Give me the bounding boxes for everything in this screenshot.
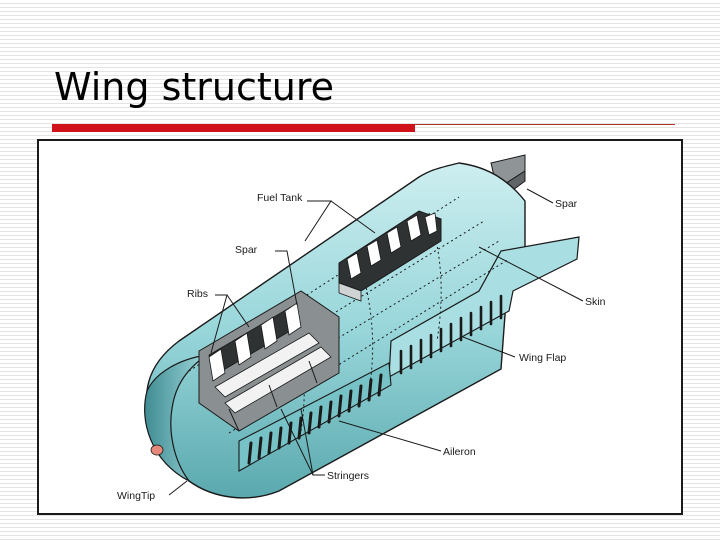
rib-cutout bbox=[198, 290, 340, 432]
label-aileron: Aileron bbox=[443, 446, 476, 458]
slide-title: Wing structure bbox=[54, 65, 335, 109]
label-stringers: Stringers bbox=[327, 470, 369, 482]
title-accent-bar bbox=[52, 124, 415, 132]
callout-leaders bbox=[168, 188, 584, 496]
label-ribs: Ribs bbox=[187, 288, 208, 300]
label-spar-root: Spar bbox=[555, 198, 578, 210]
wing-diagram: Fuel Tank Spar Spar Ribs Skin Wing Flap … bbox=[117, 154, 606, 502]
label-skin: Skin bbox=[585, 296, 606, 308]
title-underline bbox=[415, 124, 675, 125]
label-spar: Spar bbox=[235, 244, 258, 256]
label-wing-flap: Wing Flap bbox=[519, 352, 566, 364]
wing-flap-panel bbox=[388, 236, 580, 379]
wingtip-light bbox=[150, 444, 164, 456]
flap-vents bbox=[399, 294, 503, 375]
aileron-vents bbox=[247, 373, 383, 465]
wing-diagram-frame: Fuel Tank Spar Spar Ribs Skin Wing Flap … bbox=[37, 139, 683, 515]
aileron-panel bbox=[238, 362, 392, 472]
label-fuel-tank: Fuel Tank bbox=[257, 192, 303, 204]
label-wingtip: WingTip bbox=[117, 490, 155, 502]
fuel-tank-cutout bbox=[338, 210, 442, 302]
